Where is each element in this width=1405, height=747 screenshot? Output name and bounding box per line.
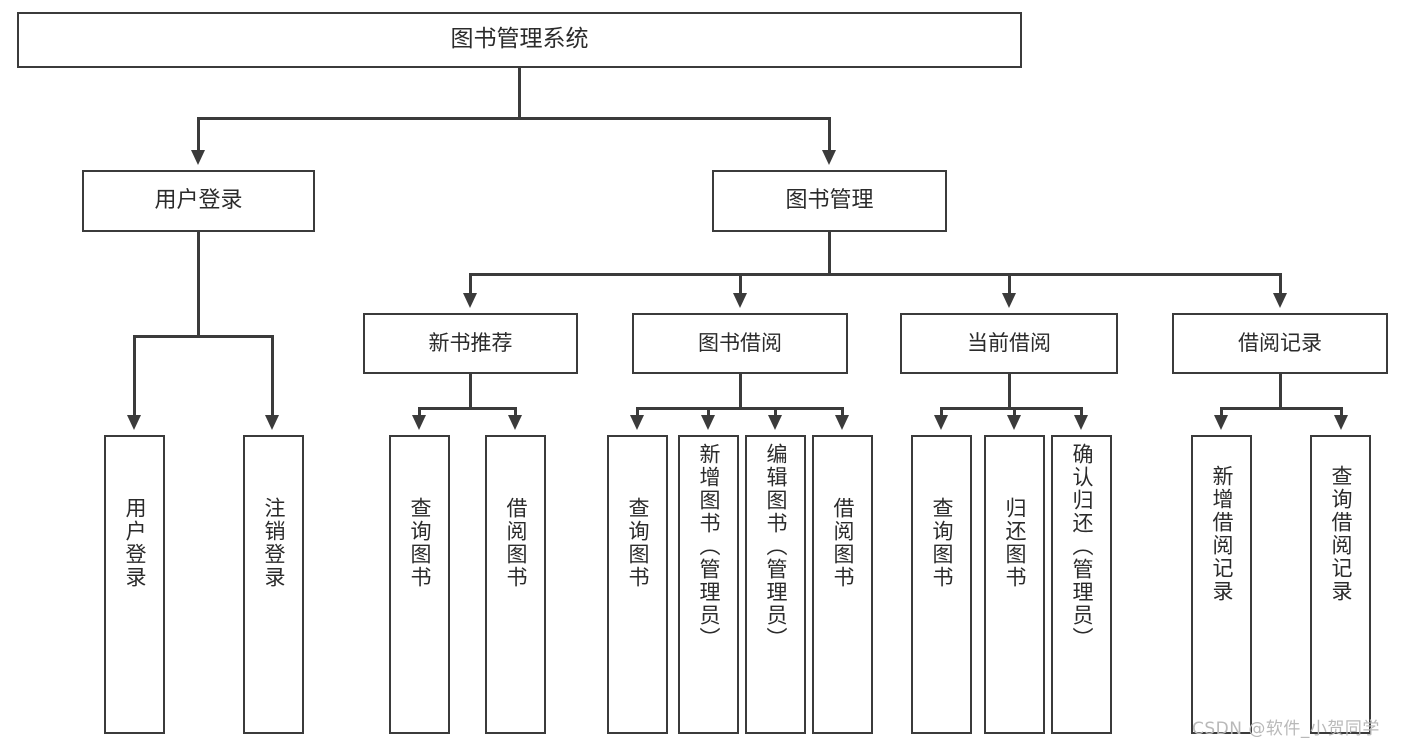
connector-level2-drop-3 xyxy=(1008,273,1011,293)
node-label: 查询借阅记录 xyxy=(1329,465,1353,603)
connector-current-drop-1 xyxy=(940,407,943,415)
connector-current-drop-2 xyxy=(1013,407,1016,415)
leaf-query-borrow-record[interactable]: 查询借阅记录 xyxy=(1310,435,1371,734)
node-label: 用户登录 xyxy=(154,188,243,214)
leaf-logout[interactable]: 注销登录 xyxy=(243,435,304,734)
connector-current-bus xyxy=(940,407,1082,410)
connector-level2-bus xyxy=(469,273,1281,276)
node-label: 借阅记录 xyxy=(1238,331,1322,356)
connector-borrow-bus xyxy=(636,407,843,410)
arrowhead-to-leaf-logout xyxy=(265,415,279,430)
node-label: 图书管理 xyxy=(785,188,874,214)
arrowhead-to-new-book-recommend xyxy=(463,293,477,308)
connector-userlogin-drop-2 xyxy=(271,335,274,415)
connector-recommend-drop-1 xyxy=(418,407,421,415)
connector-borrow-drop-3 xyxy=(774,407,777,415)
arrowhead-to-leaf-edit-book xyxy=(768,415,782,430)
connector-recommend-drop-2 xyxy=(514,407,517,415)
connector-level2-drop-1 xyxy=(469,273,472,293)
node-label: 查询图书 xyxy=(408,497,432,589)
node-label: 用户登录 xyxy=(123,497,147,589)
leaf-query-book-current[interactable]: 查询图书 xyxy=(911,435,972,734)
leaf-query-book-borrow[interactable]: 查询图书 xyxy=(607,435,668,734)
node-label: 确认归还（管理员） xyxy=(1070,443,1094,650)
arrowhead-to-leaf-return-book xyxy=(1007,415,1021,430)
leaf-query-book-recommend[interactable]: 查询图书 xyxy=(389,435,450,734)
connector-level2-drop-4 xyxy=(1279,273,1282,293)
leaf-borrow-book-recommend[interactable]: 借阅图书 xyxy=(485,435,546,734)
node-label: 图书借阅 xyxy=(698,331,782,356)
leaf-edit-book-admin[interactable]: 编辑图书（管理员） xyxy=(745,435,806,734)
arrowhead-to-leaf-add-book xyxy=(701,415,715,430)
connector-bookmanage-stem xyxy=(828,232,831,274)
connector-borrow-drop-1 xyxy=(636,407,639,415)
node-label: 归还图书 xyxy=(1003,497,1027,589)
node-label: 编辑图书（管理员） xyxy=(764,443,788,650)
leaf-add-borrow-record[interactable]: 新增借阅记录 xyxy=(1191,435,1252,734)
leaf-user-login[interactable]: 用户登录 xyxy=(104,435,165,734)
arrowhead-to-current-borrow xyxy=(1002,293,1016,308)
connector-recommend-stem xyxy=(469,374,472,408)
node-user-login[interactable]: 用户登录 xyxy=(82,170,315,232)
arrowhead-to-leaf-query-book-3 xyxy=(934,415,948,430)
arrowhead-to-leaf-confirm-return xyxy=(1074,415,1088,430)
leaf-confirm-return-admin[interactable]: 确认归还（管理员） xyxy=(1051,435,1112,734)
node-label: 查询图书 xyxy=(930,497,954,589)
node-borrow-record[interactable]: 借阅记录 xyxy=(1172,313,1388,374)
node-new-book-recommend[interactable]: 新书推荐 xyxy=(363,313,578,374)
connector-recommend-bus xyxy=(418,407,516,410)
connector-borrow-stem xyxy=(739,374,742,408)
node-label: 新增图书（管理员） xyxy=(697,443,721,650)
node-label: 借阅图书 xyxy=(504,497,528,589)
arrowhead-to-leaf-borrow-book-2 xyxy=(835,415,849,430)
connector-root-drop-right xyxy=(828,117,831,150)
arrowhead-to-user-login xyxy=(191,150,205,165)
connector-userlogin-stem xyxy=(197,232,200,336)
leaf-borrow-book[interactable]: 借阅图书 xyxy=(812,435,873,734)
node-label: 查询图书 xyxy=(626,497,650,589)
node-label: 借阅图书 xyxy=(831,497,855,589)
arrowhead-to-borrow-record xyxy=(1273,293,1287,308)
arrowhead-to-leaf-borrow-book-1 xyxy=(508,415,522,430)
connector-root-bus xyxy=(198,117,831,120)
connector-level2-drop-2 xyxy=(739,273,742,293)
connector-record-stem xyxy=(1279,374,1282,408)
node-book-management[interactable]: 图书管理 xyxy=(712,170,947,232)
connector-userlogin-drop-1 xyxy=(133,335,136,415)
connector-record-bus xyxy=(1220,407,1343,410)
node-current-borrow[interactable]: 当前借阅 xyxy=(900,313,1118,374)
node-label: 当前借阅 xyxy=(967,331,1051,356)
arrowhead-to-leaf-add-record xyxy=(1214,415,1228,430)
connector-current-drop-3 xyxy=(1080,407,1083,415)
arrowhead-to-leaf-query-record xyxy=(1334,415,1348,430)
node-label: 注销登录 xyxy=(262,497,286,589)
arrowhead-to-leaf-query-book-2 xyxy=(630,415,644,430)
connector-record-drop-1 xyxy=(1220,407,1223,415)
leaf-add-book-admin[interactable]: 新增图书（管理员） xyxy=(678,435,739,734)
arrowhead-to-leaf-query-book-1 xyxy=(412,415,426,430)
node-label: 图书管理系统 xyxy=(450,26,589,53)
connector-userlogin-bus xyxy=(133,335,273,338)
leaf-return-book[interactable]: 归还图书 xyxy=(984,435,1045,734)
arrowhead-to-book-borrow xyxy=(733,293,747,308)
node-label: 新增借阅记录 xyxy=(1210,465,1234,603)
connector-root-stem xyxy=(518,68,521,118)
connector-record-drop-2 xyxy=(1340,407,1343,415)
arrowhead-to-leaf-user-login xyxy=(127,415,141,430)
connector-borrow-drop-2 xyxy=(707,407,710,415)
arrowhead-to-book-manage xyxy=(822,150,836,165)
csdn-watermark: CSDN @软件_小贺同学 xyxy=(1192,719,1380,739)
node-book-borrow[interactable]: 图书借阅 xyxy=(632,313,848,374)
node-root-system[interactable]: 图书管理系统 xyxy=(17,12,1022,68)
node-label: 新书推荐 xyxy=(428,331,513,356)
connector-current-stem xyxy=(1008,374,1011,408)
connector-borrow-drop-4 xyxy=(841,407,844,415)
connector-root-drop-left xyxy=(197,117,200,150)
